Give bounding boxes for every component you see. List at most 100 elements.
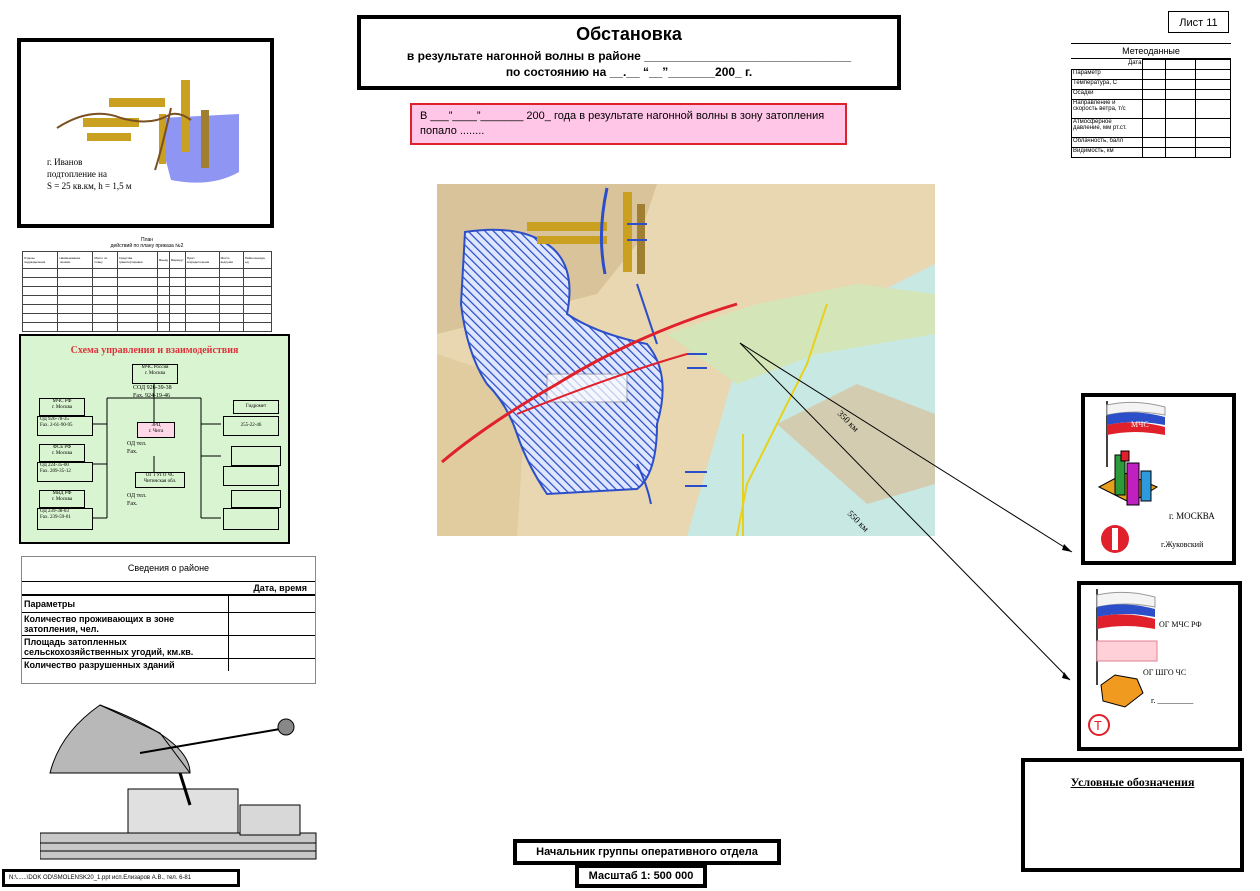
node-tel: ОД 224-35-00 [40,463,69,468]
structure [201,110,209,168]
meteo-grid: Дата Параметр Температура, С Осадки Напр… [1070,59,1232,158]
dish-cabinet [239,804,301,836]
action-plan-table: План действий по плану приказа №2 Отделы… [21,237,272,332]
area-info-date: Дата, время [22,581,315,596]
flag-white [1106,401,1166,416]
plan-col: Пункт сосредоточения [184,251,220,269]
node-label: ОГ ГУГО ЧС [145,473,175,478]
og-mchs-label: ОГ МЧС РФ [1159,620,1202,629]
scheme-node-zrc-tel: ОД тел. Fax. [127,440,189,456]
meteo-row: Температура, С [1070,79,1144,90]
plan-col: Маршрут [168,251,186,269]
flag-label: МЧС [1131,420,1149,429]
node-tel: ОД 239-38-03 [40,509,69,514]
city-name: г. Иванов [47,157,83,167]
meteo-title: Метеоданные [1071,43,1231,59]
node-label: г. Чита [148,429,164,434]
meteo-row: Атмосферное давление, мм рт.ст. [1070,118,1144,138]
dish-feed [277,718,295,736]
river [636,283,658,505]
flag-blue [1097,604,1155,617]
area-info-row: Параметры [22,594,229,613]
t-emblem-icon [1088,714,1110,736]
flag-red [1097,614,1155,629]
og-city-label: г. _________ [1151,696,1194,705]
meteo-table: Метеоданные Дата Параметр Температура, С… [1070,43,1232,158]
file-footer: N:\......\DOK OD\SMOLENSK20_1.ppt исп.Ел… [2,869,240,887]
title-line-date: по состоянию на __.__ “__”_______200_ г. [505,65,753,79]
structure [527,222,607,231]
scheme-empty-node [223,508,279,530]
node-label: г. Москва [51,405,73,410]
og-pink-flag [1096,640,1158,662]
mchs-moscow-box: МЧС г. МОСКВА г.Жуковский [1081,393,1236,565]
plan-col: Район выезда, ед. [243,251,272,269]
node-label: г. Москва [51,497,73,502]
meteo-row: Видимость, км [1070,147,1144,158]
og-region-shape [1100,674,1144,708]
plan-col: Выезд [157,251,170,269]
node-label: МЧС Россия [141,365,169,370]
plan-col: Средства транспортировки [116,251,159,269]
node-label: г. Москва [144,371,166,376]
node-label: МВД РФ [52,491,72,496]
operational-group-box: Т ОГ МЧС РФ ОГ ШГО ЧС г. _________ [1077,581,1242,751]
node-label: г. Москва [51,451,73,456]
plan-col: Место выгрузки [218,251,245,269]
satellite-dish-illustration [40,704,317,860]
meteo-row: Облачность, балл [1070,137,1144,148]
flag-red [1107,422,1165,435]
situation-map: 350 км 550 км [437,184,935,536]
area-info-title: Сведения о районе [127,563,210,573]
area-info-grid: Сведения о районе Дата, время Параметры … [22,557,315,671]
flag-blue [1107,412,1165,425]
node-tel: ОД тел. [127,441,147,447]
arrowhead [1062,672,1070,680]
building [1120,450,1130,462]
legend-box: Условные обозначения [1021,758,1244,872]
node-tel: Fax. 209-35-12 [40,469,71,474]
og-symbols: Т ОГ МЧС РФ ОГ ШГО ЧС г. _________ [1088,589,1202,736]
meteo-row: Направление и скорость ветра, т/с [1070,99,1144,119]
node-tel: ОД тел. [127,493,147,499]
scheme-node-og-tel: ОД тел. Fax. [127,492,189,508]
building [1114,454,1126,496]
city-flood-sketch [56,80,239,183]
wave-arrows [627,223,707,487]
zhukovsky-label: г.Жуковский [1161,540,1204,549]
dish-base [40,832,317,860]
scheme-node-hydromet: Гидромет [233,400,279,414]
dish-mount [127,788,239,834]
map-scale: Масштаб 1: 500 000 [575,864,707,888]
node-tel: Fax. [127,501,138,507]
mchs-emblem-bar [1112,528,1118,550]
plan-col: Наименование техники [57,251,94,269]
river [154,107,172,171]
city-flood-text: подтопление на [47,169,107,179]
meteo-row: Параметр [1070,69,1144,80]
scheme-empty-node [223,466,279,486]
plan-title: План [140,237,154,243]
node-tel: Fax. 924-19-46 [133,393,170,399]
scheme-connectors [93,384,221,519]
scheme-title: Схема управления и взаимодействия [70,345,239,356]
wave-arrow-red [516,353,688,415]
dish-feed-arm [139,728,281,754]
node-tel: Fax. [127,449,138,455]
river [56,112,192,129]
node-tel: Fax. 2-61-90-95 [40,423,73,428]
chief-signature: Начальник группы оперативного отдела [513,839,781,865]
structure [87,133,131,141]
plan-subtitle: действий по плану приказа №2 [110,243,184,249]
page-title: Обстановка [576,24,682,44]
flood-area [161,114,239,183]
dish-rim [99,704,191,774]
